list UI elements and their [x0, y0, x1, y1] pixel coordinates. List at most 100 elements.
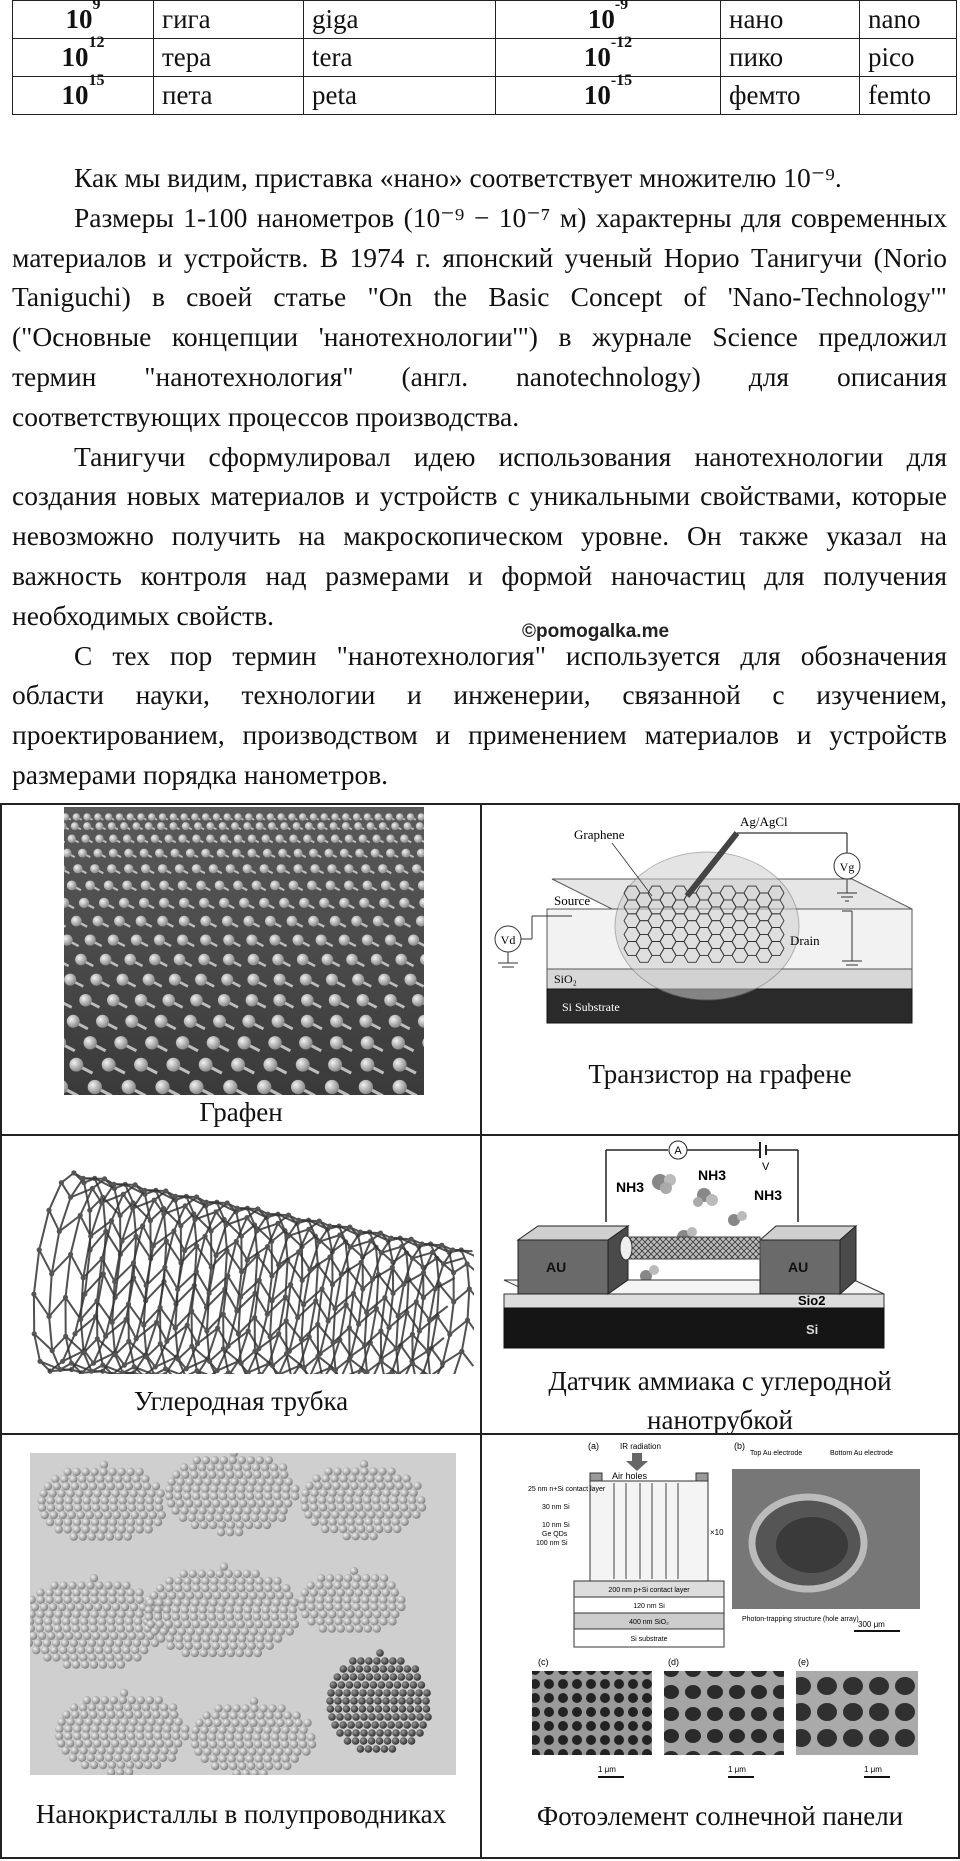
sio2-layer-label: 400 nm SiO₂ [629, 1619, 669, 1626]
scale-bar-label: 1 μm [598, 1765, 616, 1774]
layer-label: 10 nm Si [542, 1522, 570, 1529]
figure-grid: Графен Vg Vd [0, 803, 960, 1859]
bottom-au-label: Bottom Au electrode [830, 1450, 893, 1457]
electrode-rod [684, 831, 740, 898]
layer-label: Ge QDs [542, 1531, 568, 1538]
figure-caption: Нанокристаллы в полупроводниках [35, 1799, 447, 1829]
figure-nanocrystals: Нанокристаллы в полупроводниках [0, 1433, 482, 1859]
prefix-ru: пико [720, 38, 860, 77]
contact-layer-label: 200 nm p+Si contact layer [608, 1587, 690, 1594]
power-exponent: -12 [610, 34, 633, 51]
prefix-en: peta [303, 76, 496, 115]
neg-power-cell: 10-12 [495, 35, 721, 77]
layer-label: 25 nm n+Si contact layer [528, 1486, 606, 1493]
prefix-row: 1012 тера tera 10-12 пико pico [12, 35, 957, 77]
prefix-ru: фемто [720, 76, 860, 115]
prefix-table: 109 гига giga 10-9 нано nano 1012 тера t… [12, 0, 957, 115]
figure-sensor: A V NH3 NH3 NH3 Sio2 Si [480, 1134, 960, 1435]
air-holes-label: Air holes [612, 1471, 648, 1481]
sem-image-e [796, 1671, 918, 1755]
panel-c-label: (c) [538, 1657, 549, 1667]
prefix-row: 109 гига giga 10-9 нано nano [12, 0, 957, 39]
sensor-nanotube [619, 1235, 761, 1261]
nanocrystal-clusters [30, 1453, 432, 1775]
nanotube-mesh [31, 1170, 474, 1374]
electrolyte-droplet [614, 851, 800, 1001]
au-electrode-right [759, 1239, 841, 1295]
power-exponent: -9 [614, 0, 629, 13]
power-cell: 1012 [12, 35, 154, 77]
sio2-label: Sio2 [798, 1293, 825, 1308]
neg-power-cell: 10-15 [495, 73, 721, 115]
power-base: 10 [65, 4, 93, 34]
neg-power-cell: 10-9 [495, 0, 721, 39]
scale-bar-label: 1 μm [728, 1765, 746, 1774]
scale-bar-label: 300 μm [858, 1620, 885, 1629]
nh3-label: NH3 [698, 1167, 726, 1183]
panel-d-label: (d) [668, 1657, 679, 1667]
si-layer [503, 1307, 885, 1349]
prefix-row: 1015 пета peta 10-15 фемто femto [12, 73, 957, 115]
graphene-label: Graphene [574, 827, 625, 842]
power-cell: 109 [12, 0, 154, 39]
graphene-lattice-image [64, 807, 424, 1095]
ammeter-label: A [674, 1145, 682, 1157]
nh3-label: NH3 [754, 1187, 782, 1203]
power-base: 10 [587, 4, 615, 34]
prefix-en: nano [859, 0, 957, 39]
figure-caption: Фотоэлемент солнечной панели [536, 1801, 904, 1831]
power-base: 10 [583, 42, 611, 72]
nh3-molecules [640, 1174, 747, 1282]
au-label: AU [788, 1259, 808, 1275]
panel-e-label: (e) [798, 1657, 809, 1667]
scale-bar-label: 1 μm [864, 1765, 882, 1774]
watermark: ©pomogalka.me [522, 621, 670, 642]
power-exponent: 9 [92, 0, 101, 13]
power-base: 10 [583, 80, 611, 110]
prefix-en: giga [303, 0, 496, 39]
nanocrystals-image [30, 1453, 456, 1775]
figure-solar-cell: (a) IR radiation Air holes 25 nm n+Si co… [480, 1433, 960, 1859]
prefix-ru: пета [153, 76, 304, 115]
sem-image-d [664, 1671, 784, 1755]
caption-line: нанотрубкой [647, 1405, 793, 1435]
figure-caption: Графен [199, 1097, 283, 1127]
figure-transistor: Vg Vd Graphene Ag/AgCl Source Drain SiO₂… [480, 803, 960, 1136]
nh3-label: NH3 [616, 1179, 644, 1195]
graphene-transistor-diagram: Vg Vd Graphene Ag/AgCl Source Drain SiO₂… [494, 814, 913, 1024]
layer-label: 100 nm Si [536, 1540, 568, 1547]
voltage-label: V [762, 1161, 770, 1173]
si-label: Si [806, 1322, 818, 1337]
power-base: 10 [61, 42, 89, 72]
power-exponent: 12 [88, 34, 105, 51]
sem-image-c [532, 1671, 652, 1755]
paragraph: С тех пор термин "нанотехнология" исполь… [12, 639, 947, 790]
article-text: Как мы видим, приставка «нано» соответст… [12, 158, 947, 795]
ammonia-sensor-diagram: A V NH3 NH3 NH3 Sio2 Si [503, 1140, 885, 1349]
ir-arrow [626, 1453, 648, 1471]
substrate-label: Si substrate [631, 1636, 668, 1643]
vd-label: Vd [501, 933, 516, 947]
panel-a-label: (a) [588, 1441, 599, 1451]
panel-b-label: (b) [734, 1441, 745, 1451]
paragraph: Размеры 1-100 нанометров (10⁻⁹ − 10⁻⁷ м)… [12, 201, 947, 432]
prefix-en: tera [303, 38, 496, 77]
sio2-layer [503, 1293, 885, 1309]
prefix-ru: гига [153, 0, 304, 39]
figure-caption: Датчик аммиака с углеродной нанотрубкой [482, 1362, 958, 1435]
vg-label: Vg [840, 860, 855, 874]
electrode-label: Ag/AgCl [740, 814, 788, 829]
carbon-nanotube-image [31, 1170, 474, 1374]
paragraph: Танигучи сформулировал идею использовани… [12, 440, 947, 631]
si-layer-label: 120 nm Si [633, 1603, 665, 1610]
prefix-ru: тера [153, 38, 304, 77]
graphene-sheet [623, 885, 785, 963]
figure-nanotube: Углеродная трубка [0, 1134, 482, 1435]
caption-line: Датчик аммиака с углеродной [548, 1366, 892, 1396]
prefix-ru: нано [720, 0, 860, 39]
au-label: AU [546, 1259, 566, 1275]
source-label: Source [554, 893, 590, 908]
au-electrode-left [517, 1239, 609, 1295]
layer-label: 30 nm Si [542, 1504, 570, 1511]
figure-caption: Транзистор на графене [588, 1059, 852, 1089]
